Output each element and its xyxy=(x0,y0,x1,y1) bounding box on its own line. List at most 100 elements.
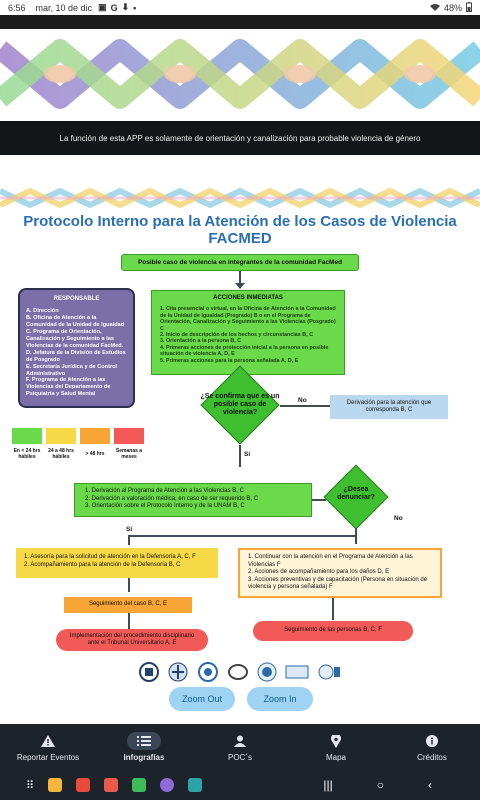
arrow-si-left xyxy=(128,535,356,537)
accion-item: 5. Primeras acciones para la persona señ… xyxy=(160,357,299,364)
decision-denunciar-text: ¿Desea denunciar? xyxy=(337,486,375,501)
arrow-start-down xyxy=(239,271,241,287)
status-right: 48% xyxy=(429,1,472,14)
pdf-app-icon[interactable] xyxy=(104,778,119,792)
derivacion-text: Derivación para la atención que correspo… xyxy=(346,400,432,413)
si-action-item: 3. Orientación sobre el Protocolo Intern… xyxy=(85,503,245,510)
infographic-title: Protocolo Interno para la Atención de lo… xyxy=(0,213,480,247)
calendar-app-icon[interactable] xyxy=(188,778,203,792)
arrow-no-down xyxy=(355,528,357,544)
nav-infografias[interactable]: Infografías xyxy=(96,724,192,770)
top-band xyxy=(0,15,480,29)
start-text: Posible caso de violencia en integrantes… xyxy=(137,258,343,266)
decorative-chain xyxy=(0,187,480,209)
arrow-right xyxy=(312,499,326,501)
nav-label: Reportar Eventos xyxy=(16,753,80,762)
label-no-2: No xyxy=(394,515,403,522)
arrowhead xyxy=(235,283,245,289)
accion-item: 1. Cita presencial o virtual, en la Ofic… xyxy=(160,306,336,332)
list-icon xyxy=(127,732,161,750)
battery-icon xyxy=(466,1,472,14)
status-time: 6:56 xyxy=(8,2,26,13)
unam-logo xyxy=(139,662,159,682)
responsable-item: D. Jefatura de la División de Estudios d… xyxy=(26,349,126,363)
wifi-icon xyxy=(429,3,440,13)
label-si: Sí xyxy=(244,451,251,458)
accion-item: 2. Inicio de descripción de los hechos y… xyxy=(160,332,314,339)
calculator-app-icon[interactable] xyxy=(132,778,147,792)
home-icon[interactable]: ○ xyxy=(376,778,384,792)
legend-swatch-yellow xyxy=(46,428,76,444)
accion-item: 4. Primeras acciones de protección inici… xyxy=(160,344,329,358)
download-icon: ⬇ xyxy=(121,2,130,12)
facmed-logo xyxy=(168,662,188,682)
dot-icon: • xyxy=(133,2,137,13)
app-grid-icon[interactable]: ⠿ xyxy=(26,779,35,792)
seguimiento-caso-text: Seguimiento del caso B, C, E xyxy=(88,601,168,608)
implementacion-text: Implementación del procedimiento discipl… xyxy=(69,632,195,646)
recents-icon[interactable]: ||| xyxy=(323,778,333,792)
derivacion-box: Derivación para la atención que correspo… xyxy=(330,395,448,419)
accion-item: 3. Orientación a la persona B, C xyxy=(160,338,242,345)
responsable-box: RESPONSABLE A. Dirección B. Oficina de A… xyxy=(18,288,135,408)
program-logo xyxy=(257,662,277,682)
responsable-item: C. Programa de Orientación, Canalización… xyxy=(26,329,124,349)
arrow-down-4 xyxy=(332,598,334,620)
notification-icons: ▣ G ⬇ • xyxy=(98,2,136,13)
arrow-down-5 xyxy=(128,613,130,629)
nav-label: Infografías xyxy=(123,753,165,762)
seguimiento-caso-box: Seguimiento del caso B, C, E xyxy=(64,597,192,613)
status-bar: 6:56 mar, 10 de dic ▣ G ⬇ • 48% xyxy=(0,0,480,15)
label-si-2: Sí xyxy=(126,526,133,533)
institution-logos xyxy=(138,660,342,684)
no-denuncia-box: 1. Continuar con la atención en el Progr… xyxy=(238,548,442,598)
responsable-heading: RESPONSABLE xyxy=(53,296,100,302)
start-box: Posible caso de violencia en integrantes… xyxy=(121,254,359,271)
browser-app-icon[interactable] xyxy=(160,778,175,792)
files-app-icon[interactable] xyxy=(48,778,63,792)
title-line-2: FACMED xyxy=(208,230,272,247)
disclaimer-text: La función de esta APP es solamente de o… xyxy=(59,133,421,143)
igualdad-logo xyxy=(227,664,248,680)
no-denuncia-item: 1. Continuar con la atención en el Progr… xyxy=(248,554,413,568)
infographic[interactable]: Protocolo Interno para la Atención de lo… xyxy=(0,185,480,660)
si-action-item: 1. Derivación al Programa de Atención a … xyxy=(85,488,244,494)
system-navigation-bar: ⠿ ||| ○ ‹ xyxy=(0,770,480,800)
legend-label: Semanas a meses xyxy=(115,448,143,460)
map-pin-icon xyxy=(319,732,353,750)
zoom-out-button[interactable]: Zoom Out xyxy=(169,687,235,711)
acciones-inmediatas-box: ACCIONES INMEDIATAS 1. Cita presencial o… xyxy=(151,290,345,375)
implementacion-box: Implementación del procedimiento discipl… xyxy=(56,629,208,651)
google-icon: G xyxy=(110,2,118,13)
acciones-heading: ACCIONES INMEDIATAS xyxy=(213,295,283,301)
defensoria-box: 1. Asesoría para la solicitud de atenció… xyxy=(16,548,218,578)
handshake-banner xyxy=(0,29,480,121)
nav-reportar-eventos[interactable]: Reportar Eventos xyxy=(0,724,96,770)
zoom-in-label: Zoom In xyxy=(263,694,297,704)
arrow-si-down xyxy=(239,445,241,467)
nav-mapa[interactable]: Mapa xyxy=(288,724,384,770)
responsable-item: B. Oficina de Atención a la Comunidad de… xyxy=(26,315,125,329)
responsable-item: A. Dirección xyxy=(26,308,59,315)
responsable-list: A. Dirección B. Oficina de Atención a la… xyxy=(26,308,127,398)
legend-swatch-red xyxy=(114,428,144,444)
image-icon: ▣ xyxy=(98,2,107,12)
legend-label: 24 a 48 hrs hábiles xyxy=(48,448,74,460)
nav-pocs[interactable]: POC´s xyxy=(192,724,288,770)
seal-logo xyxy=(198,662,219,682)
nav-creditos[interactable]: Créditos xyxy=(384,724,480,770)
handshake-illustration xyxy=(0,39,480,109)
nav-label: POC´s xyxy=(228,753,252,762)
back-icon[interactable]: ‹ xyxy=(428,778,432,792)
arrow-down-3 xyxy=(128,578,130,592)
responsable-item: E. Secretaría Jurídica y de Control Admi… xyxy=(26,363,118,377)
legend-swatch-green xyxy=(12,428,42,444)
salud-mental-logo xyxy=(318,664,340,680)
title-line-1: Protocolo Interno para la Atención de lo… xyxy=(23,213,457,230)
arrow-si-down-2 xyxy=(128,535,130,545)
notes-app-icon[interactable] xyxy=(76,778,91,792)
zoom-in-button[interactable]: Zoom In xyxy=(247,687,313,711)
nav-label: Créditos xyxy=(417,753,447,762)
info-icon xyxy=(415,732,449,750)
